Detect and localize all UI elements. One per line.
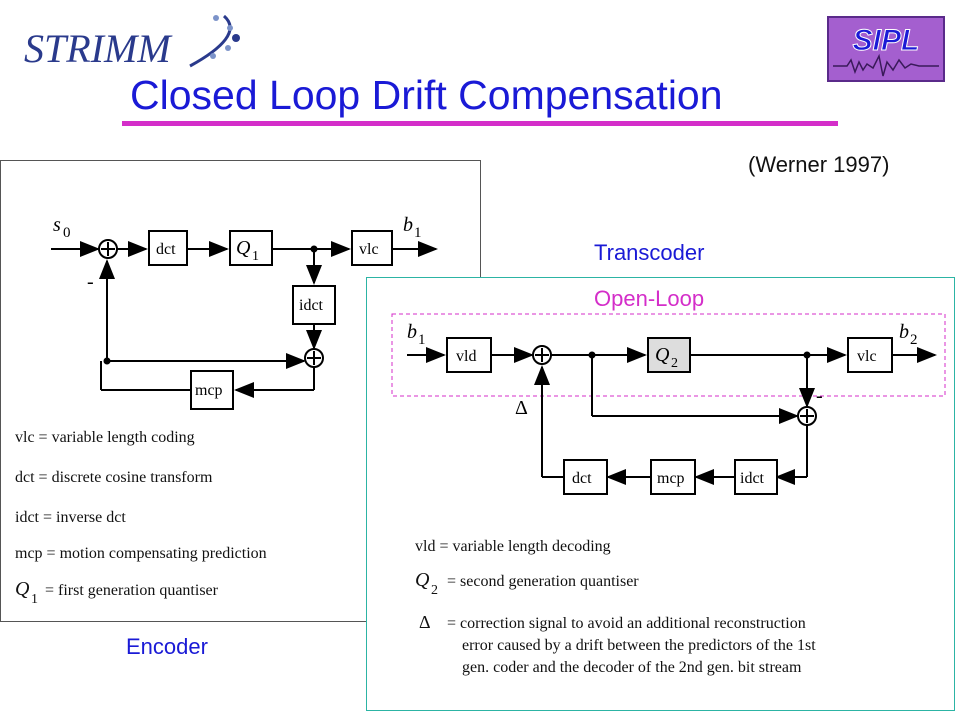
legend-delta-line-1: = correction signal to avoid an addition… — [447, 615, 806, 632]
encoder-q1-label: Q — [236, 237, 251, 259]
transcoder-output-label: b — [899, 321, 909, 343]
legend-dct: dct = discrete cosine transform — [15, 469, 213, 486]
transcoder-vld-label: vld — [456, 348, 476, 365]
transcoder-idct-label: idct — [740, 470, 765, 487]
encoder-output-sub: 1 — [414, 225, 422, 241]
transcoder-vlc-block — [847, 337, 893, 373]
encoder-mcp-label: mcp — [195, 382, 223, 399]
transcoder-legend: vld = variable length decoding Q 2 = sec… — [415, 538, 816, 676]
encoder-minus-sign: - — [87, 271, 94, 293]
legend-q1-sub: 1 — [31, 592, 38, 607]
encoder-dct-block — [148, 230, 188, 266]
legend-q1-eq: = first generation quantiser — [45, 582, 219, 599]
encoder-idct-label: idct — [299, 297, 324, 314]
transcoder-q2-label: Q — [655, 344, 670, 366]
strimm-logo-text: STRIMM — [24, 26, 173, 71]
legend-vld: vld = variable length decoding — [415, 538, 611, 555]
transcoder-diagram: b 1 b 2 - Δ vld Q 2 vlc dct mcp idct vld… — [391, 313, 946, 676]
legend-delta-symbol: Δ — [419, 612, 431, 632]
open-loop-box — [391, 313, 946, 397]
legend-q1-symbol: Q — [15, 578, 30, 600]
encoder-caption: Encoder — [126, 634, 208, 659]
transcoder-caption: Transcoder — [594, 240, 705, 265]
legend-q2-sub: 2 — [431, 583, 438, 598]
sipl-logo: SIPL — [827, 16, 945, 82]
encoder-q1-sub: 1 — [252, 249, 259, 264]
transcoder-input-sub: 1 — [418, 332, 426, 348]
encoder-mcp-block — [190, 370, 234, 410]
encoder-vlc-block — [351, 230, 393, 266]
legend-vlc: vlc = variable length coding — [15, 429, 195, 446]
transcoder-panel: b 1 b 2 - Δ vld Q 2 vlc dct mcp idct vld… — [366, 277, 955, 711]
transcoder-q2-sub: 2 — [671, 356, 678, 371]
encoder-input-sub: 0 — [63, 225, 71, 241]
encoder-legend: vlc = variable length coding dct = discr… — [15, 429, 267, 607]
legend-q2-symbol: Q — [415, 569, 430, 591]
page-title: Closed Loop Drift Compensation — [130, 72, 723, 118]
title-underline — [122, 121, 838, 126]
transcoder-dct-label: dct — [572, 470, 592, 487]
transcoder-mcp-label: mcp — [657, 470, 685, 487]
encoder-vlc-label: vlc — [359, 241, 379, 258]
transcoder-vlc-label: vlc — [857, 348, 877, 365]
encoder-idct-block — [292, 285, 336, 325]
legend-delta-line-2: error caused by a drift between the pred… — [462, 637, 816, 654]
transcoder-output-sub: 2 — [910, 332, 918, 348]
citation: (Werner 1997) — [748, 152, 890, 177]
transcoder-minus-sign: - — [816, 385, 823, 407]
legend-idct: idct = inverse dct — [15, 509, 126, 526]
encoder-dct-label: dct — [156, 241, 176, 258]
encoder-diagram: s 0 b 1 - dct Q 1 vlc idct mcp vlc = var… — [15, 214, 438, 607]
legend-delta-line-3: gen. coder and the decoder of the 2nd ge… — [462, 659, 802, 676]
encoder-output-label: b — [403, 214, 413, 236]
encoder-input-label: s — [53, 214, 61, 236]
transcoder-input-label: b — [407, 321, 417, 343]
legend-mcp: mcp = motion compensating prediction — [15, 545, 267, 562]
strimm-logo: STRIMM — [24, 14, 240, 71]
delta-label: Δ — [515, 397, 528, 419]
legend-q2-eq: = second generation quantiser — [447, 573, 639, 590]
transcoder-mcp-block — [650, 459, 696, 495]
open-loop-caption: Open-Loop — [594, 286, 705, 311]
sipl-logo-text: SIPL — [853, 24, 920, 57]
